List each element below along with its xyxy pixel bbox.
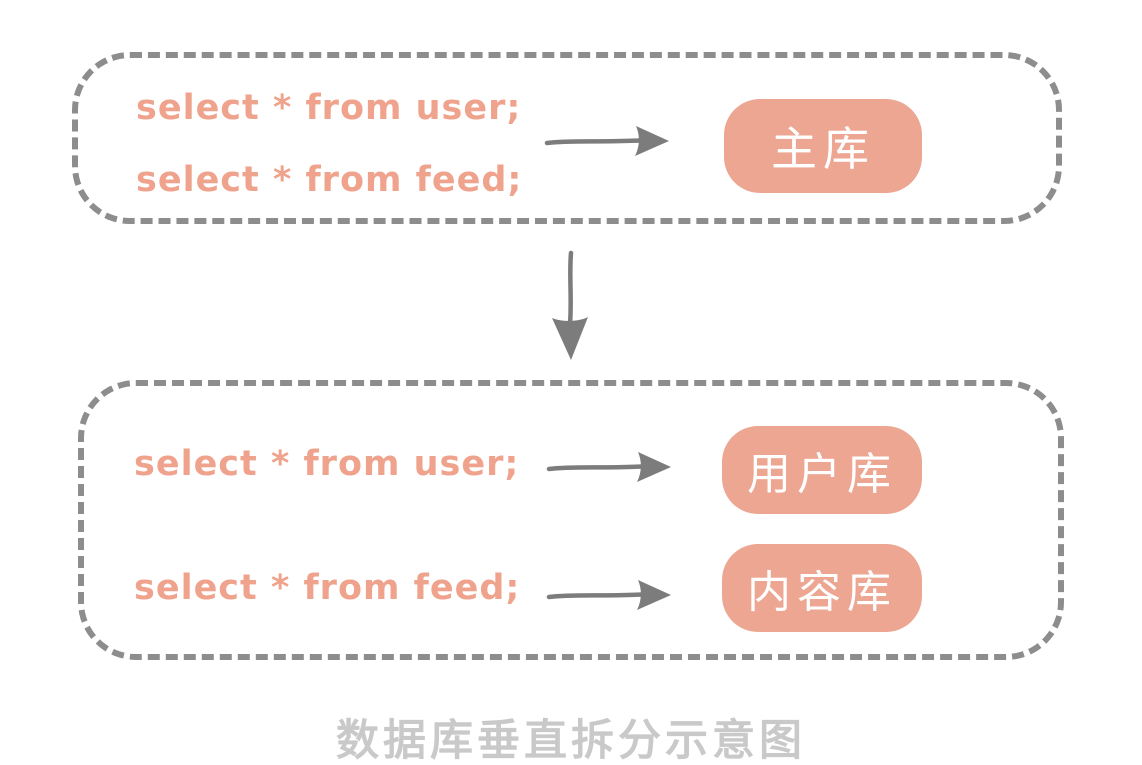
arrow-right-icon <box>544 126 669 156</box>
sql-query-feed-bottom: select * from feed; <box>134 568 521 608</box>
db-pill-content-label: 内容库 <box>747 567 897 618</box>
arrow-down-icon <box>552 250 588 360</box>
db-pill-main-label: 主库 <box>771 122 875 176</box>
db-pill-user-label: 用户库 <box>747 449 897 500</box>
diagram-caption: 数据库垂直拆分示意图 <box>336 716 806 765</box>
db-pill-user: 用户库 <box>722 426 922 514</box>
db-pill-content: 内容库 <box>722 544 922 632</box>
bottom-group-container: select * from user; 用户库 select * from fe… <box>78 380 1064 660</box>
arrow-right-icon <box>546 452 671 482</box>
arrow-right-icon <box>546 580 671 610</box>
sql-query-feed-top: select * from feed; <box>136 160 523 200</box>
top-group-container: select * from user; select * from feed; … <box>72 52 1062 224</box>
sql-query-user-bottom: select * from user; <box>134 444 520 484</box>
sql-query-user-top: select * from user; <box>136 88 522 128</box>
db-pill-main: 主库 <box>724 99 922 193</box>
